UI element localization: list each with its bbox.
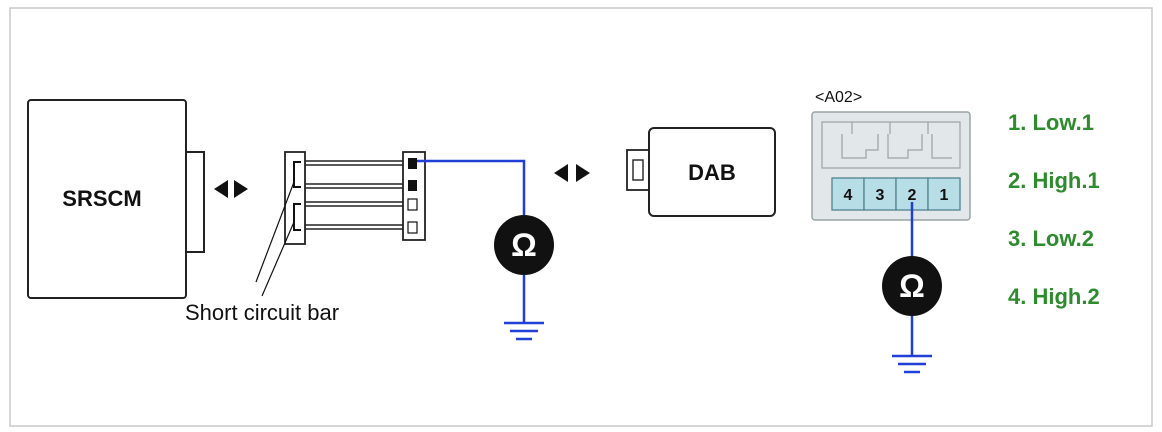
- dab-module: DAB: [626, 127, 776, 217]
- connector-pin-number: 4: [844, 187, 853, 204]
- harness-pin-2: [408, 180, 417, 191]
- ground-icon: [504, 321, 544, 341]
- harness-wires: [305, 160, 403, 230]
- harness-connector-dab-side: [402, 151, 426, 241]
- short-circuit-bar-label: Short circuit bar: [185, 300, 339, 325]
- connection-arrows-middle: [554, 164, 590, 182]
- harness-pin-1: [408, 158, 417, 169]
- probe-wire-left: [417, 159, 526, 323]
- harness-connector-srscm-side: [255, 151, 306, 297]
- pin-legend-item: 3. Low.2: [1008, 226, 1094, 251]
- short-circuit-bar-lower: [293, 203, 301, 231]
- pin-legend: 1. Low.1 2. High.1 3. Low.2 4. High.2: [1008, 110, 1100, 309]
- ohmmeter-right: Ω: [882, 256, 942, 316]
- harness-pin-4: [407, 221, 418, 234]
- ohmmeter-left: Ω: [494, 215, 554, 275]
- connector-pin-4: [831, 177, 865, 211]
- connector-pin-number: 3: [876, 187, 885, 204]
- short-circuit-leader-1: [255, 181, 295, 283]
- connector-a02: 4 3 2 1: [811, 111, 971, 221]
- pin-legend-item: 2. High.1: [1008, 168, 1100, 193]
- short-circuit-bar-upper: [293, 161, 301, 188]
- ohm-icon: Ω: [511, 227, 537, 263]
- connector-pin-3: [863, 177, 897, 211]
- short-circuit-leader-2: [261, 221, 295, 297]
- ohm-icon: Ω: [899, 268, 925, 304]
- pin-legend-item: 4. High.2: [1008, 284, 1100, 309]
- harness-pin-3: [407, 198, 418, 211]
- srscm-label: SRSCM: [62, 186, 141, 211]
- connector-pin-1: [927, 177, 961, 211]
- ground-icon: [892, 354, 932, 374]
- connection-arrows-left: [214, 180, 248, 198]
- srscm-connector-tab: [185, 151, 205, 253]
- pin-legend-item: 1. Low.1: [1008, 110, 1094, 135]
- connector-pin-number: 2: [908, 187, 917, 204]
- connector-id-label: <A02>: [815, 89, 862, 106]
- connector-pin-number: 1: [940, 187, 949, 204]
- dab-label: DAB: [688, 160, 736, 185]
- srscm-module: SRSCM: [27, 99, 205, 299]
